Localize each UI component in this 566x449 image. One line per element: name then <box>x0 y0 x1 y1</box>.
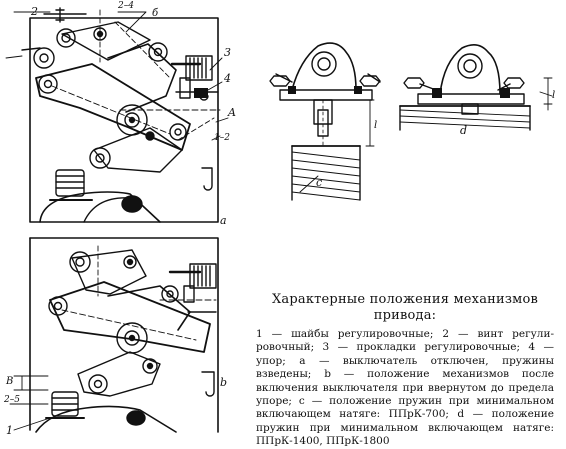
label-2-5: 2–5 <box>3 395 20 405</box>
figure-caption: Характерные положения меха­низмов привод… <box>256 292 554 449</box>
label-d: d <box>460 124 467 137</box>
label-l-panel-c: l <box>374 120 377 131</box>
label-3: 3 <box>224 46 231 59</box>
label-l-panel-d: l <box>552 90 555 101</box>
label-b-panel: b <box>220 376 227 389</box>
label-2-4: 2–4 <box>117 1 134 11</box>
panel-d-drawing <box>399 44 553 131</box>
label-a: a <box>220 214 227 227</box>
panel-c-drawing <box>269 42 381 201</box>
panel-b-drawing <box>9 237 219 433</box>
label-A: A <box>227 106 236 119</box>
label-B: B <box>5 376 13 387</box>
label-1-2: 1–2 <box>214 133 230 143</box>
label-c: c <box>316 176 322 189</box>
label-b-cyrillic: б <box>152 8 159 19</box>
label-2-panel-a: 2 <box>30 5 38 18</box>
caption-body: 1 — шайбы регулировочные; 2 — винт регул… <box>256 328 554 448</box>
label-1: 1 <box>6 424 13 437</box>
panel-a-drawing <box>5 7 229 223</box>
caption-title: Характерные положения меха­низмов привод… <box>271 292 539 323</box>
label-4: 4 <box>223 72 231 85</box>
